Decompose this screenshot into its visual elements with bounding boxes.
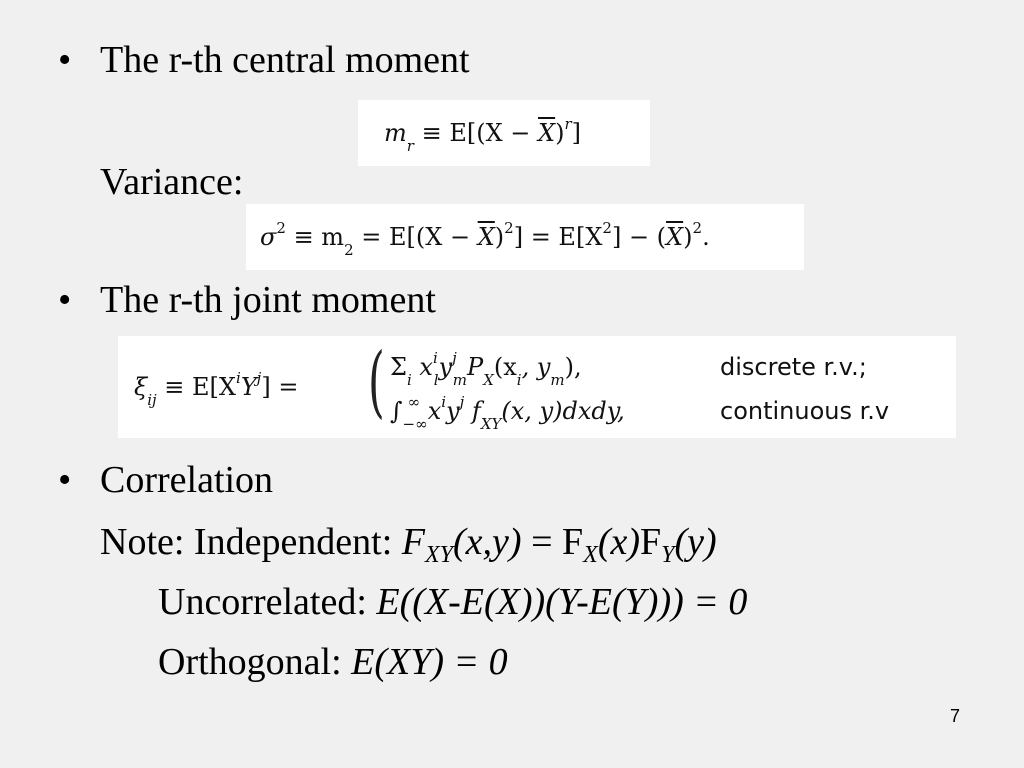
- slide-number: 7: [950, 706, 961, 726]
- central-moment-equation: mr ≡ E[(X − X)r]: [358, 100, 650, 166]
- central-moment-heading: The r-th central moment: [100, 39, 470, 81]
- uncorrelated-definition: Uncorrelated: E((X-E(X))(Y-E(Y))) = 0: [158, 581, 748, 623]
- variance-label: Variance:: [100, 161, 244, 203]
- variance-equation: σ2 ≡ m2 = E[(X − X)2] = E[X2] − (X)2.: [246, 204, 804, 270]
- joint-moment-equation: ξij ≡ E[XiYj] = ( Σi xilyjmPX(xi, ym), d…: [118, 336, 956, 438]
- independence-note: Note: Independent: FXY(x,y) = FX(x)FY(y): [100, 521, 717, 568]
- bullet-1: •: [58, 39, 72, 81]
- cases-brace: (: [368, 337, 385, 427]
- bullet-3: •: [58, 459, 72, 501]
- discrete-case: Σi xilyjmPX(xi, ym),: [390, 349, 582, 389]
- joint-moment-heading: The r-th joint moment: [100, 279, 436, 321]
- continuous-case-label: continuous r.v: [720, 397, 890, 425]
- bullet-2: •: [58, 279, 72, 321]
- continuous-case: ∫−∞∞ xiyj fXY(x, y)dxdy,: [390, 393, 625, 433]
- orthogonal-definition: Orthogonal: E(XY) = 0: [158, 641, 508, 683]
- correlation-heading: Correlation: [100, 459, 274, 501]
- discrete-case-label: discrete r.v.;: [720, 353, 867, 381]
